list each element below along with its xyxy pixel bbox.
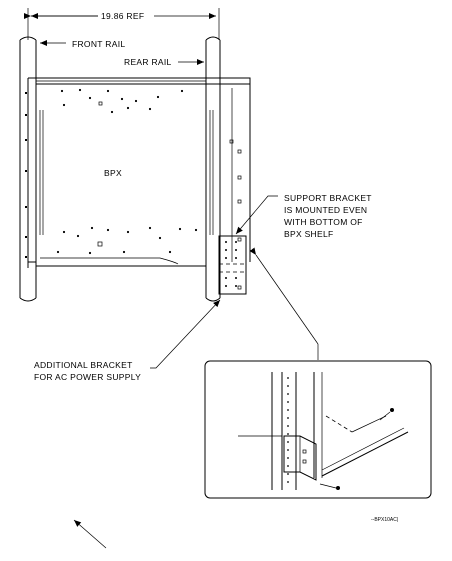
support-bracket-line-2: IS MOUNTED EVEN (284, 205, 367, 215)
additional-bracket-line-2: FOR AC POWER SUPPLY (34, 372, 141, 382)
support-bracket-line-4: BPX SHELF (284, 229, 333, 239)
bpx-shelf: BPX (25, 77, 251, 268)
support-bracket-line-1: SUPPORT BRACKET (284, 193, 372, 203)
additional-bracket-callout: ADDITIONAL BRACKET FOR AC POWER SUPPLY (34, 299, 221, 382)
screw-bottom (319, 483, 340, 490)
support-bracket-line-3: WITH BOTTOM OF (284, 217, 363, 227)
front-rail-label: FRONT RAIL (72, 39, 125, 49)
detail-pointer-line (249, 247, 319, 345)
dimension-label: 19.86 REF (101, 11, 144, 21)
front-rail-callout: FRONT RAIL (40, 39, 125, 49)
rear-rail-callout: REAR RAIL (124, 57, 204, 67)
additional-bracket-line-1: ADDITIONAL BRACKET (34, 360, 133, 370)
detail-inset (204, 360, 432, 499)
rail-holes (287, 377, 289, 483)
rear-rail-label: REAR RAIL (124, 57, 172, 67)
bpx-label: BPX (104, 168, 122, 178)
figure-id: --BPX10AC| (371, 517, 398, 523)
screw-top (379, 408, 394, 421)
loose-arrow (73, 519, 107, 549)
support-bracket (218, 235, 247, 295)
support-bracket-callout: SUPPORT BRACKET IS MOUNTED EVEN WITH BOT… (235, 193, 372, 239)
rear-rail (205, 36, 221, 302)
dimension-19-86-ref: 19.86 REF (24, 8, 220, 40)
